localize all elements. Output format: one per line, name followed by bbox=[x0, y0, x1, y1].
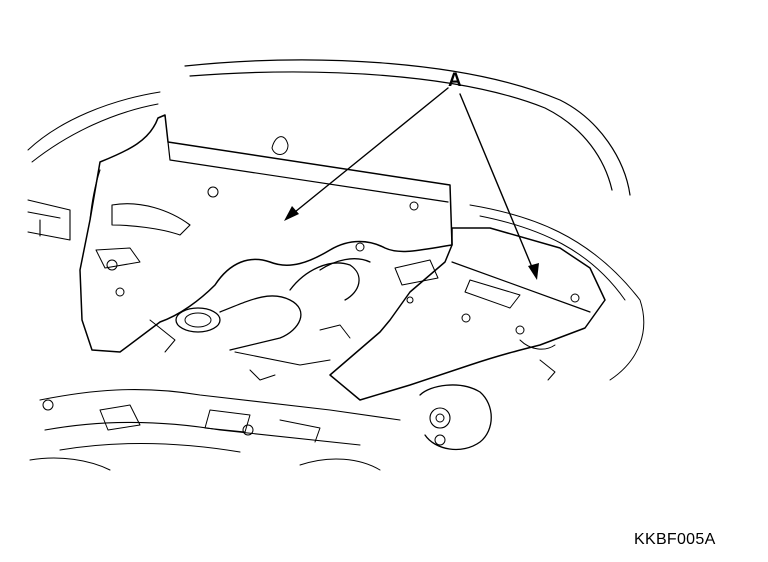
wheel-hub bbox=[419, 359, 556, 451]
lower-chassis bbox=[29, 388, 401, 471]
left-side-bracket bbox=[27, 199, 71, 241]
rear-under-cover bbox=[329, 227, 606, 401]
callout-label-a: A bbox=[448, 70, 462, 91]
figure-code: KKBF005A bbox=[634, 531, 716, 548]
front-under-cover bbox=[79, 114, 453, 353]
engine-and-exhaust-details bbox=[149, 258, 371, 381]
vehicle-body-outline bbox=[27, 59, 645, 381]
callout-arrows bbox=[284, 87, 539, 280]
